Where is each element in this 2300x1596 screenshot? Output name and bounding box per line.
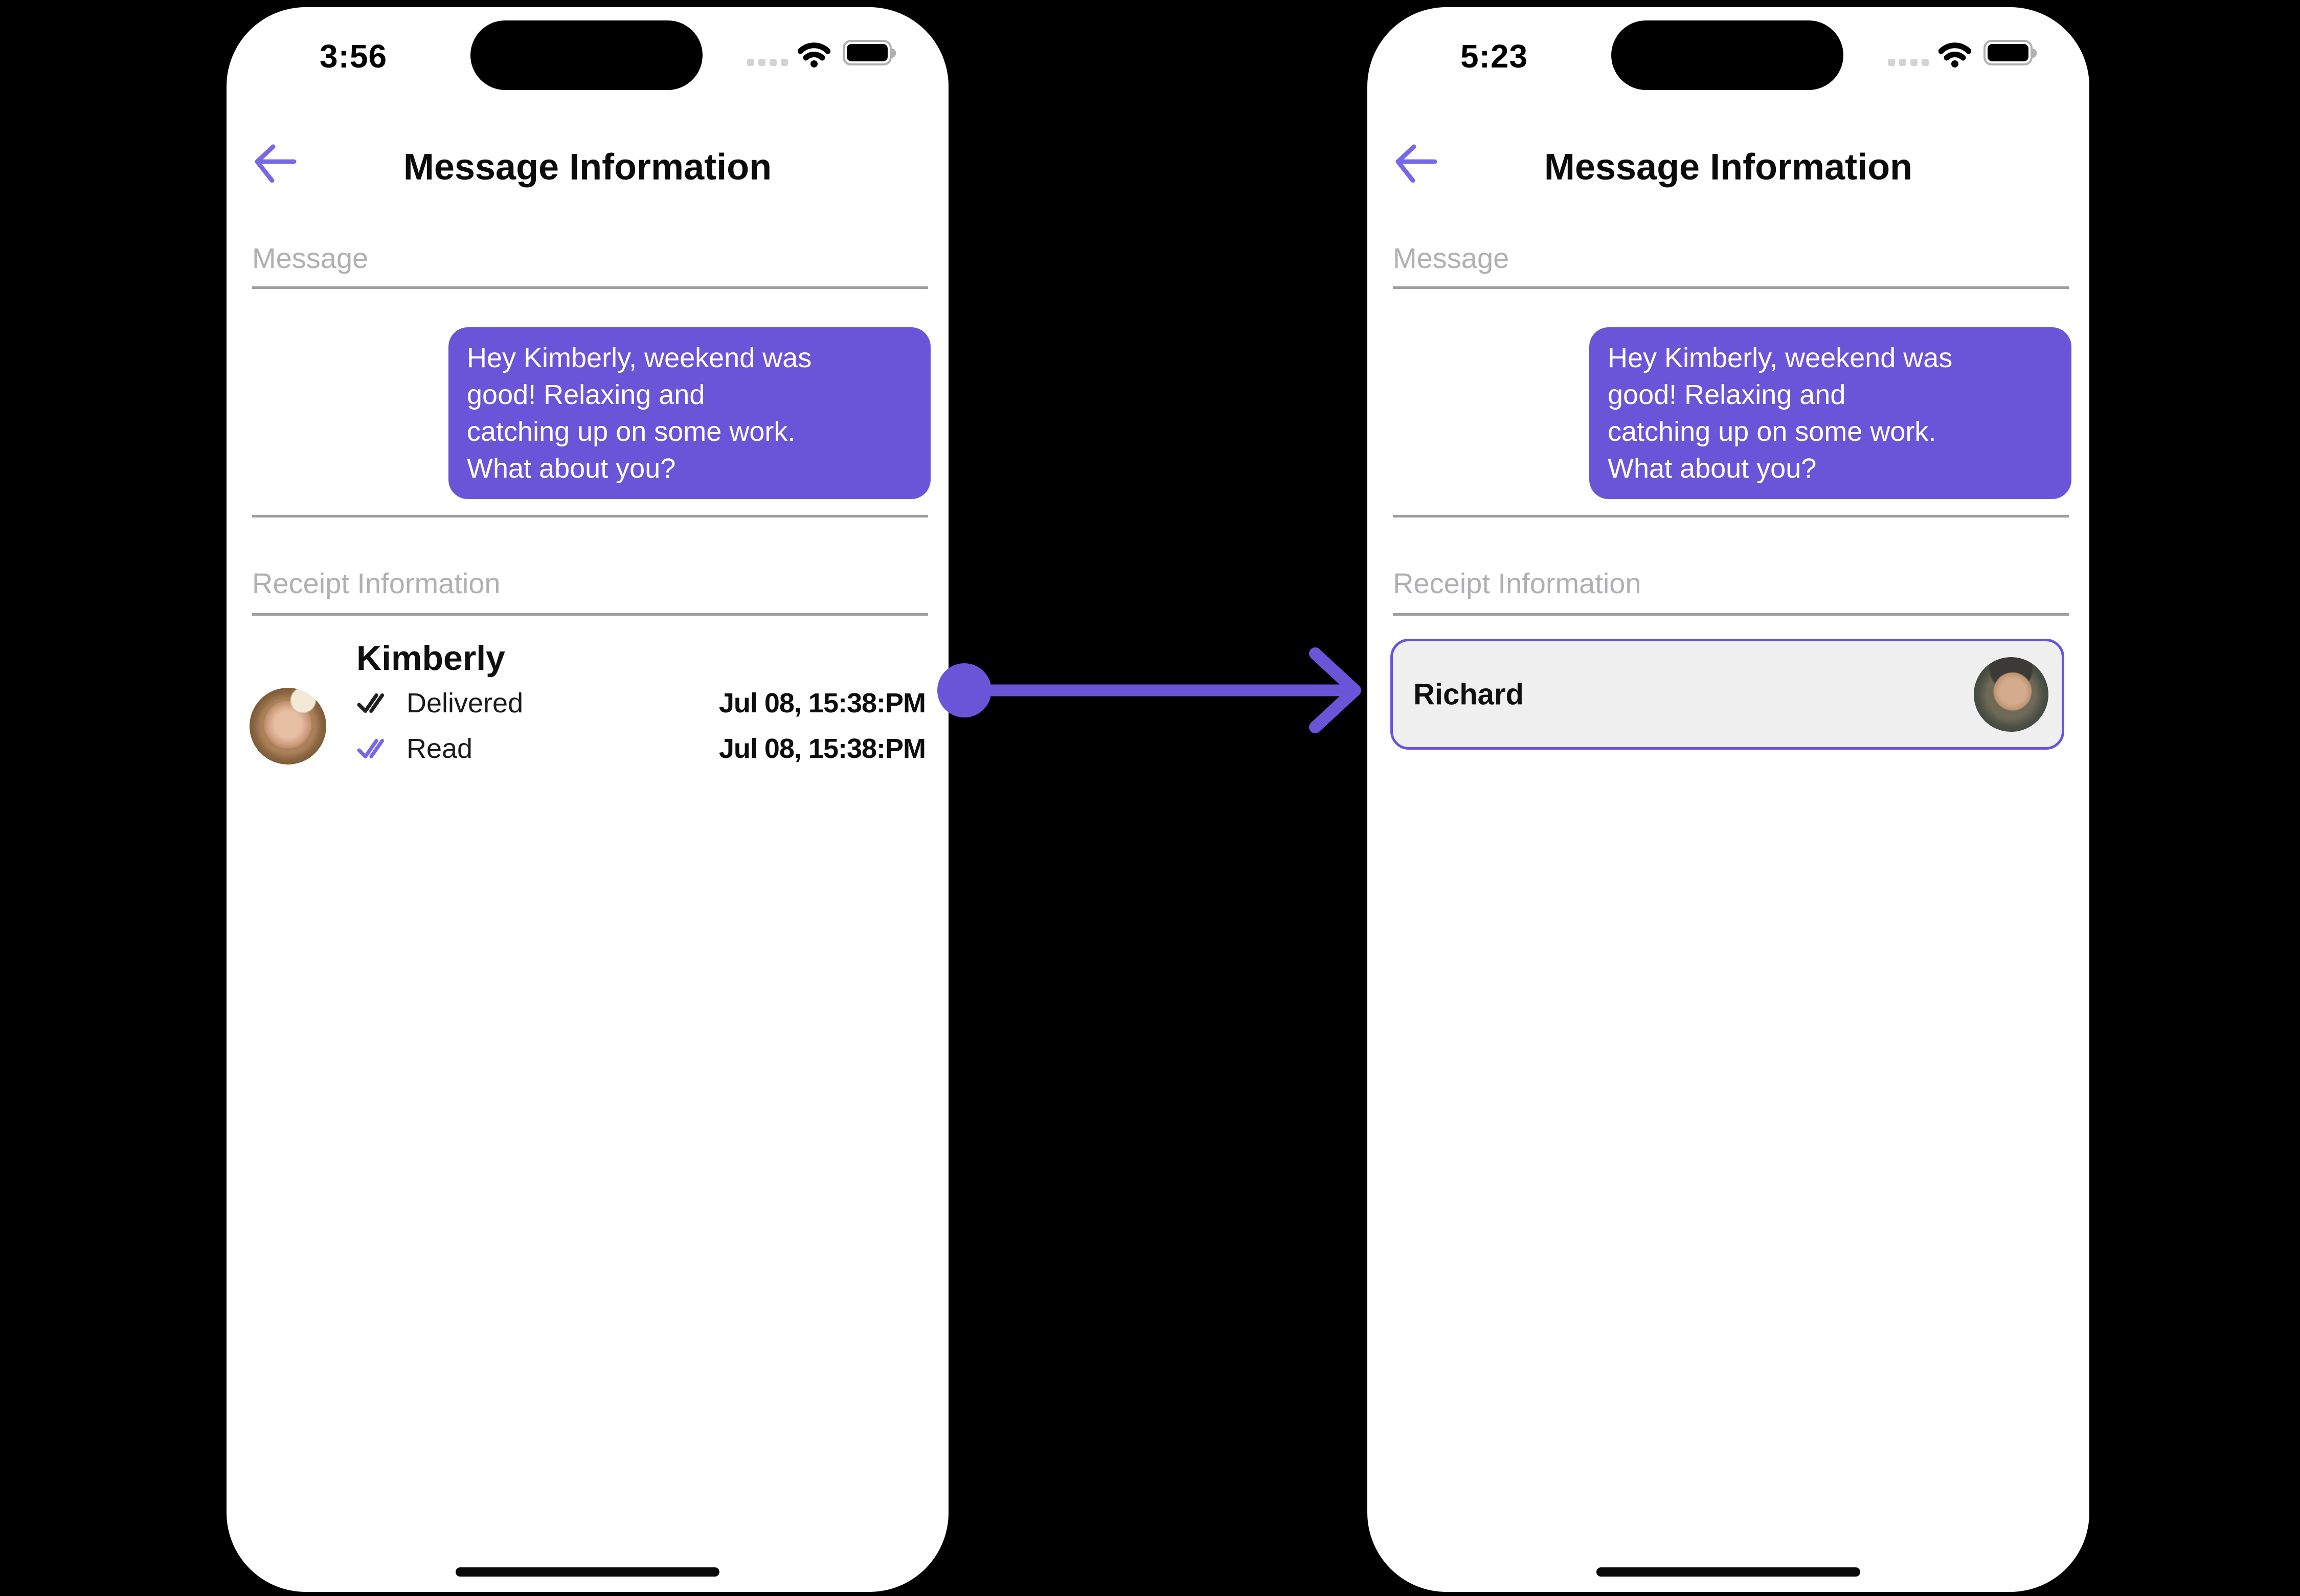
status-time: 5:23 bbox=[1460, 38, 1528, 75]
message-bubble: Hey Kimberly, weekend was good! Relaxing… bbox=[448, 327, 931, 499]
recipient-name: Kimberly bbox=[356, 639, 505, 678]
phone-right: 5:23 Message Information Message Hey Kim… bbox=[1367, 7, 2089, 1592]
bubble-line: What about you? bbox=[467, 453, 676, 484]
divider bbox=[252, 613, 928, 616]
bubble-line: catching up on some work. bbox=[467, 416, 796, 447]
receipt-row-read: Read Jul 08, 15:38:PM bbox=[356, 733, 926, 765]
divider bbox=[252, 286, 928, 289]
timestamp: Jul 08, 15:38:PM bbox=[718, 688, 926, 718]
status-label: Delivered bbox=[407, 688, 524, 718]
receipt-row-delivered: Delivered Jul 08, 15:38:PM bbox=[356, 687, 926, 719]
receipt-section-label: Receipt Information bbox=[1393, 567, 1641, 599]
message-bubble: Hey Kimberly, weekend was good! Relaxing… bbox=[1589, 327, 2071, 499]
divider bbox=[252, 515, 928, 518]
wifi-icon bbox=[797, 41, 831, 68]
back-button[interactable] bbox=[252, 143, 297, 183]
divider bbox=[1393, 613, 2069, 616]
bubble-line: good! Relaxing and bbox=[467, 379, 705, 410]
back-arrow-icon bbox=[1395, 144, 1437, 183]
wifi-icon bbox=[1938, 41, 1972, 68]
bubble-line: good! Relaxing and bbox=[1608, 379, 1846, 410]
recipient-card[interactable]: Richard bbox=[1390, 639, 2064, 750]
home-indicator[interactable] bbox=[456, 1567, 719, 1577]
richard-avatar bbox=[1974, 657, 2048, 732]
kimberly-avatar bbox=[250, 688, 326, 765]
divider bbox=[1393, 286, 2069, 289]
delivered-double-check-icon bbox=[357, 693, 385, 713]
bubble-line: Hey Kimberly, weekend was bbox=[1608, 343, 1953, 373]
flow-arrow-icon bbox=[937, 647, 1361, 733]
bubble-line: catching up on some work. bbox=[1608, 416, 1936, 447]
battery-icon bbox=[843, 40, 896, 65]
recipient-name: Richard bbox=[1413, 678, 1524, 711]
phone-left: 3:56 Message Information Message Hey Kim… bbox=[227, 7, 949, 1592]
battery-icon bbox=[1983, 40, 2037, 65]
status-time: 3:56 bbox=[320, 38, 388, 75]
signal-dots-icon bbox=[1888, 59, 1929, 66]
status-label: Read bbox=[407, 733, 473, 764]
bubble-line: Hey Kimberly, weekend was bbox=[467, 343, 812, 373]
timestamp: Jul 08, 15:38:PM bbox=[718, 733, 926, 764]
back-button[interactable] bbox=[1393, 143, 1438, 183]
back-arrow-icon bbox=[255, 144, 297, 183]
page-title: Message Information bbox=[1544, 147, 1913, 188]
home-indicator[interactable] bbox=[1596, 1567, 1860, 1577]
page-title: Message Information bbox=[403, 147, 772, 188]
dynamic-island bbox=[470, 20, 703, 90]
bubble-line: What about you? bbox=[1608, 453, 1817, 484]
message-section-label: Message bbox=[1393, 242, 1509, 274]
message-section-label: Message bbox=[252, 242, 369, 274]
dynamic-island bbox=[1611, 20, 1843, 90]
read-double-check-icon bbox=[357, 738, 385, 759]
receipt-section-label: Receipt Information bbox=[252, 567, 501, 599]
signal-dots-icon bbox=[747, 59, 788, 66]
divider bbox=[1393, 515, 2069, 518]
